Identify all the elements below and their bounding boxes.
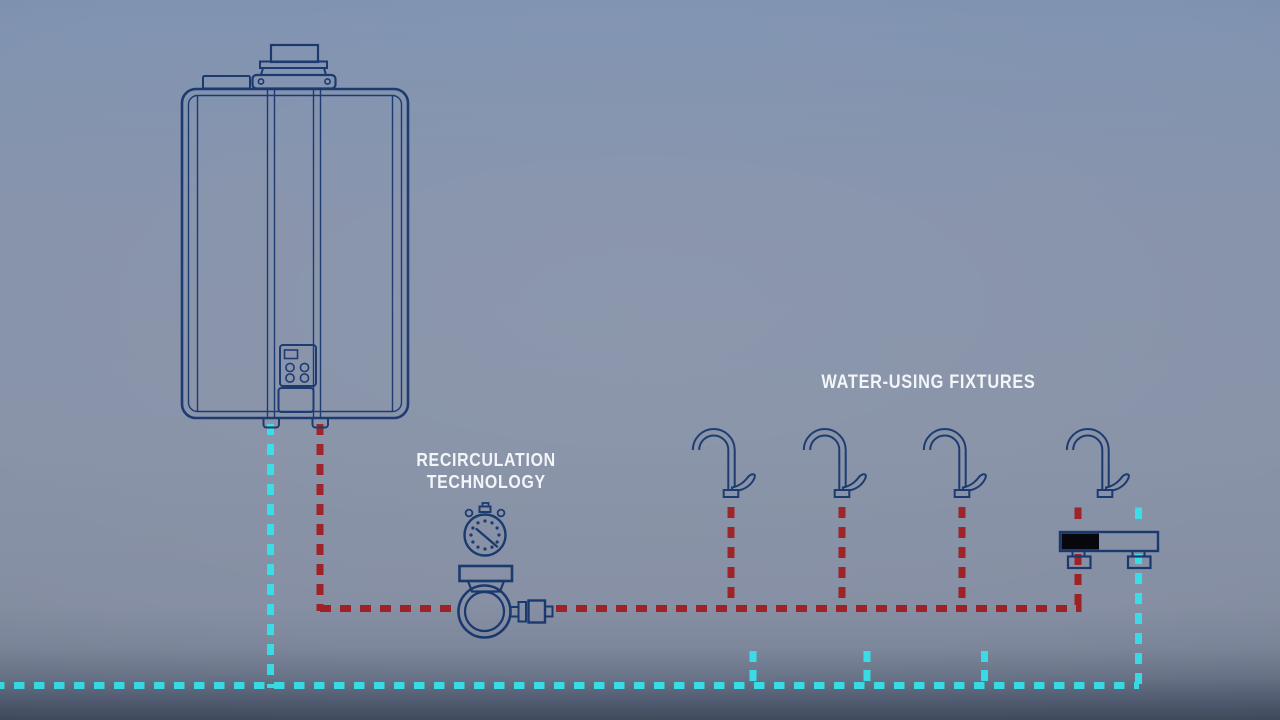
recirculation-label-line1: RECIRCULATION [416,449,556,470]
recirculation-label-line2: TECHNOLOGY [426,471,546,492]
recirculation-technology-label: RECIRCULATION TECHNOLOGY [386,449,586,493]
faucet-icon-1 [696,432,755,497]
faucet-icon-2 [807,432,866,497]
cold-water-line [0,424,1142,689]
heater-vent-cap [202,43,337,90]
heater-body [180,87,410,420]
hot-outlet-stub [311,417,329,429]
water-using-fixtures-label: WATER-USING FIXTURES [821,372,1036,393]
hot-water-line [316,424,1082,612]
cold-inlet-stub [262,417,280,429]
heater-control-panel [277,344,317,413]
faucet-icons [696,432,1129,497]
faucet-icon-4 [1070,432,1129,497]
water-heater-illustration [180,43,410,429]
crossover-valve-icon [1058,530,1160,570]
pump-icon [457,564,554,639]
timer-icon [463,502,507,557]
faucet-icon-3 [927,432,986,497]
